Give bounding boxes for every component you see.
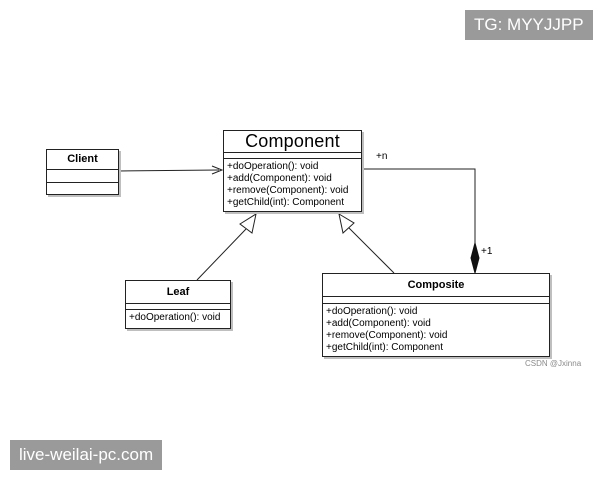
class-composite: Composite +doOperation(): void +add(Comp… [322,273,550,357]
class-client: Client [46,149,119,195]
operation: +remove(Component): void [326,330,448,341]
class-component-name: Component [224,131,361,153]
association-arrowhead [211,165,224,175]
generalization-arrowhead-composite [338,212,355,234]
class-composite-operations: +doOperation(): void +add(Component): vo… [323,304,549,356]
class-leaf-name: Leaf [126,281,230,304]
watermark-top: TG: MYYJJPP [465,10,593,40]
watermark-bottom: live-weilai-pc.com [10,440,163,470]
class-leaf-operations: +doOperation(): void [126,310,230,326]
class-leaf: Leaf +doOperation(): void [125,280,231,329]
multiplicity-composite-end: +1 [481,246,493,257]
operation: +doOperation(): void [326,306,418,317]
generalization-arrowhead-leaf [239,212,257,234]
class-leaf-attributes [126,304,230,310]
class-client-attributes [47,170,118,183]
operation: +add(Component): void [227,173,332,184]
source-credit: CSDN @Jxinna [525,359,582,368]
generalization-composite-component [348,227,395,274]
class-component-operations: +doOperation(): void +add(Component): vo… [224,159,361,211]
operation: +getChild(int): Component [227,197,345,208]
class-component-attributes [224,153,361,159]
class-composite-attributes [323,297,549,304]
operation: +remove(Component): void [227,185,349,196]
composition-line [362,168,476,244]
association-client-component [118,169,220,172]
class-component: Component +doOperation(): void +add(Comp… [223,130,362,212]
operation: +getChild(int): Component [326,342,444,353]
operation: +add(Component): void [326,318,431,329]
operation: +doOperation(): void [129,312,221,323]
class-client-name: Client [47,150,118,170]
operation: +doOperation(): void [227,161,319,172]
composition-diamond [470,241,480,275]
generalization-leaf-component [196,228,247,281]
class-composite-name: Composite [323,274,549,297]
multiplicity-component-end: +n [376,151,388,162]
